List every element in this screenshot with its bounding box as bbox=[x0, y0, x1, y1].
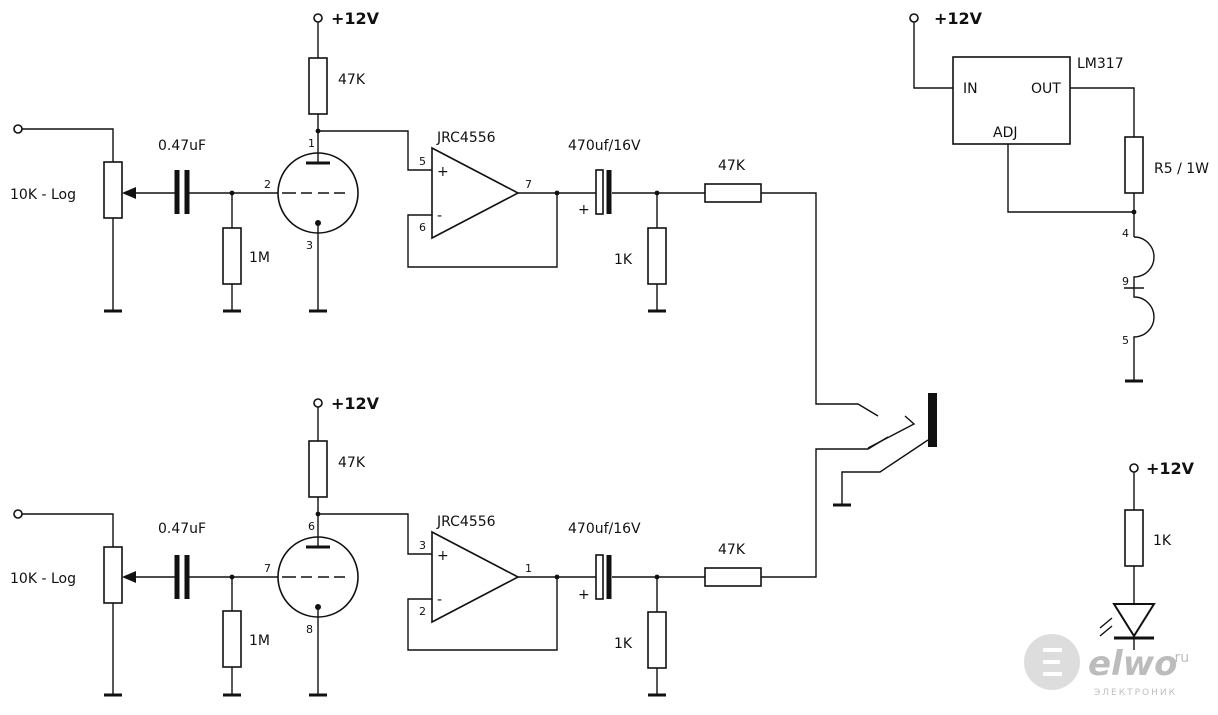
channel-2: 10K - Log 0.47uF 1M 6 7 8 +12V 47K + - 3… bbox=[10, 394, 889, 697]
opamp-pin-minus: 2 bbox=[419, 605, 426, 618]
channel-1: 10K - Log 0.47uF 1M 1 2 3 +12V 47K bbox=[10, 9, 879, 417]
tube-pin-cathode: 3 bbox=[306, 239, 313, 252]
elwo-logo-icon bbox=[1024, 634, 1080, 690]
load-resistor bbox=[647, 611, 667, 669]
supply-terminal bbox=[313, 398, 323, 408]
opamp-pin-out: 1 bbox=[525, 562, 532, 575]
lm317-pin-adj: ADJ bbox=[993, 125, 1018, 141]
pot-wiper-arrow bbox=[122, 187, 136, 199]
tube-pin-plate: 1 bbox=[308, 137, 315, 150]
power-led-branch: +12V 1K bbox=[1099, 459, 1195, 650]
jack-sleeve bbox=[928, 393, 937, 447]
supply-label: +12V bbox=[934, 9, 983, 28]
lm317-pin-in: IN bbox=[963, 81, 978, 97]
elwo-watermark: elwo .ru ЭЛЕКТРОНИК bbox=[1024, 634, 1189, 698]
adj-resistor bbox=[1124, 136, 1144, 194]
tube-heater bbox=[1133, 236, 1155, 381]
volume-pot bbox=[103, 161, 123, 219]
series-resistor-label: 47K bbox=[718, 542, 746, 558]
led-resistor bbox=[1124, 509, 1144, 567]
lm317-pin-out: OUT bbox=[1031, 81, 1061, 97]
plate-resistor bbox=[308, 57, 328, 115]
plate-resistor bbox=[308, 440, 328, 498]
heater-pin: 5 bbox=[1122, 334, 1129, 347]
opamp-plus-sign: + bbox=[437, 164, 449, 180]
opamp-pin-plus: 3 bbox=[419, 539, 426, 552]
series-resistor-label: 47K bbox=[718, 158, 746, 174]
grid-resistor-label: 1M bbox=[249, 250, 270, 266]
opamp bbox=[431, 146, 520, 240]
series-resistor bbox=[704, 567, 762, 587]
supply-terminal bbox=[909, 13, 919, 23]
tube-pin-cathode: 8 bbox=[306, 623, 313, 636]
tube-pin-grid: 7 bbox=[264, 562, 271, 575]
grid-resistor bbox=[222, 227, 242, 285]
adj-resistor-label: R5 / 1W bbox=[1154, 161, 1209, 177]
lm317-chip bbox=[952, 56, 1071, 145]
pot-label: 10K - Log bbox=[10, 187, 76, 203]
opamp-minus-sign: - bbox=[437, 208, 442, 224]
opamp-pin-out: 7 bbox=[525, 178, 532, 191]
opamp-pin-minus: 6 bbox=[419, 221, 426, 234]
input-terminal bbox=[13, 509, 23, 519]
output-cap-plus: + bbox=[578, 202, 590, 218]
lm317-label: LM317 bbox=[1077, 56, 1124, 72]
plate-resistor-label: 47K bbox=[338, 72, 366, 88]
heater-pin: 9 bbox=[1122, 275, 1129, 288]
opamp-label: JRC4556 bbox=[436, 514, 496, 530]
led-resistor-label: 1K bbox=[1153, 533, 1172, 549]
heater-pin: 4 bbox=[1122, 227, 1129, 240]
headphone-jack bbox=[833, 393, 937, 507]
led-light-rays-icon bbox=[1099, 617, 1113, 637]
tube-pin-plate: 6 bbox=[308, 520, 315, 533]
pot-label: 10K - Log bbox=[10, 571, 76, 587]
pot-wiper-arrow bbox=[122, 571, 136, 583]
coupling-cap-label: 0.47uF bbox=[158, 138, 206, 154]
grid-resistor-label: 1M bbox=[249, 633, 270, 649]
opamp-label: JRC4556 bbox=[436, 130, 496, 146]
coupling-cap-label: 0.47uF bbox=[158, 521, 206, 537]
load-resistor-label: 1K bbox=[614, 252, 633, 268]
output-cap-label: 470uf/16V bbox=[568, 521, 641, 537]
opamp-pin-plus: 5 bbox=[419, 155, 426, 168]
output-cap-label: 470uf/16V bbox=[568, 138, 641, 154]
supply-label: +12V bbox=[331, 394, 380, 413]
supply-label: +12V bbox=[331, 9, 380, 28]
watermark-suffix: .ru bbox=[1170, 650, 1189, 666]
load-resistor-label: 1K bbox=[614, 636, 633, 652]
volume-pot bbox=[103, 546, 123, 604]
watermark-brand: elwo bbox=[1088, 644, 1177, 684]
supply-terminal bbox=[1129, 463, 1139, 473]
grid-resistor bbox=[222, 610, 242, 668]
input-terminal bbox=[13, 124, 23, 134]
supply-label: +12V bbox=[1146, 459, 1195, 478]
opamp-minus-sign: - bbox=[437, 592, 442, 608]
supply-terminal bbox=[313, 13, 323, 23]
load-resistor bbox=[647, 227, 667, 285]
tube-pin-grid: 2 bbox=[264, 178, 271, 191]
opamp bbox=[431, 530, 520, 624]
watermark-subtitle: ЭЛЕКТРОНИК bbox=[1094, 688, 1177, 698]
plate-resistor-label: 47K bbox=[338, 455, 366, 471]
output-capacitor bbox=[595, 554, 604, 600]
heater-regulator: +12V IN OUT ADJ LM317 R5 / 1W 4 9 5 bbox=[909, 9, 1209, 383]
opamp-plus-sign: + bbox=[437, 548, 449, 564]
led-diode-icon bbox=[1112, 603, 1156, 638]
output-capacitor bbox=[595, 169, 604, 215]
output-cap-plus: + bbox=[578, 587, 590, 603]
series-resistor bbox=[704, 183, 762, 203]
